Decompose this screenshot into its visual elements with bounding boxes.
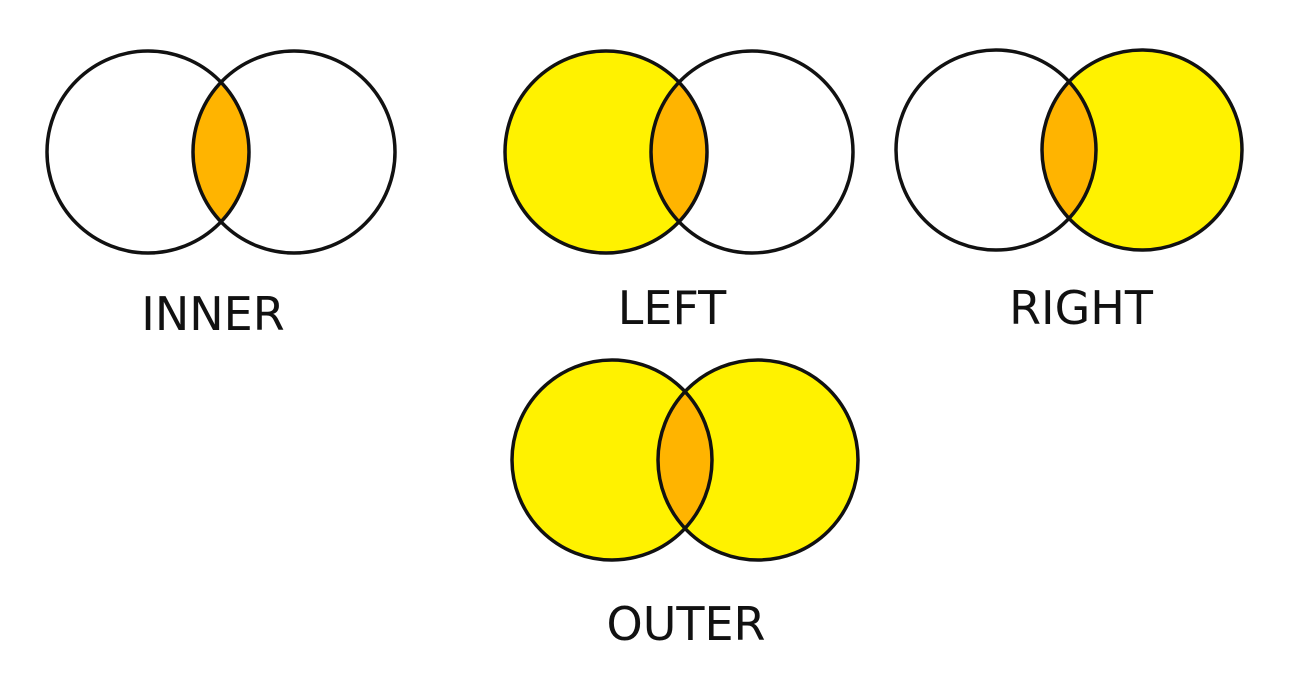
venn-outer-overlap [657, 391, 713, 529]
venn-right-label: RIGHT [1009, 281, 1154, 335]
venn-inner-right-outline [191, 49, 397, 255]
venn-right-right-outline [1040, 48, 1244, 252]
venn-inner-right-set [193, 51, 395, 253]
venn-outer-label: OUTER [606, 597, 765, 651]
venn-right [894, 48, 1244, 252]
venn-left-left-outline [503, 49, 709, 255]
venn-outer-left-outline [510, 358, 714, 562]
venn-left-right-set [651, 51, 853, 253]
venn-left-left-set [505, 51, 707, 253]
venn-left [503, 49, 855, 255]
venn-inner-label: INNER [141, 287, 284, 341]
venn-left-label: LEFT [618, 281, 727, 335]
venn-inner [45, 49, 397, 255]
venn-right-left-outline [894, 48, 1098, 252]
venn-inner-overlap [193, 82, 249, 222]
venn-right-overlap [1042, 81, 1096, 219]
venn-outer [510, 358, 860, 562]
venn-left-overlap [650, 82, 708, 222]
venn-left-right-outline [649, 49, 855, 255]
venn-right-left-set [896, 50, 1096, 250]
venn-outer-right-outline [656, 358, 860, 562]
venn-inner-left-set [47, 51, 249, 253]
venn-right-right-set [1042, 50, 1242, 250]
venn-inner-left-outline [45, 49, 251, 255]
venn-outer-left-set [512, 360, 712, 560]
venn-outer-right-set [658, 360, 858, 560]
